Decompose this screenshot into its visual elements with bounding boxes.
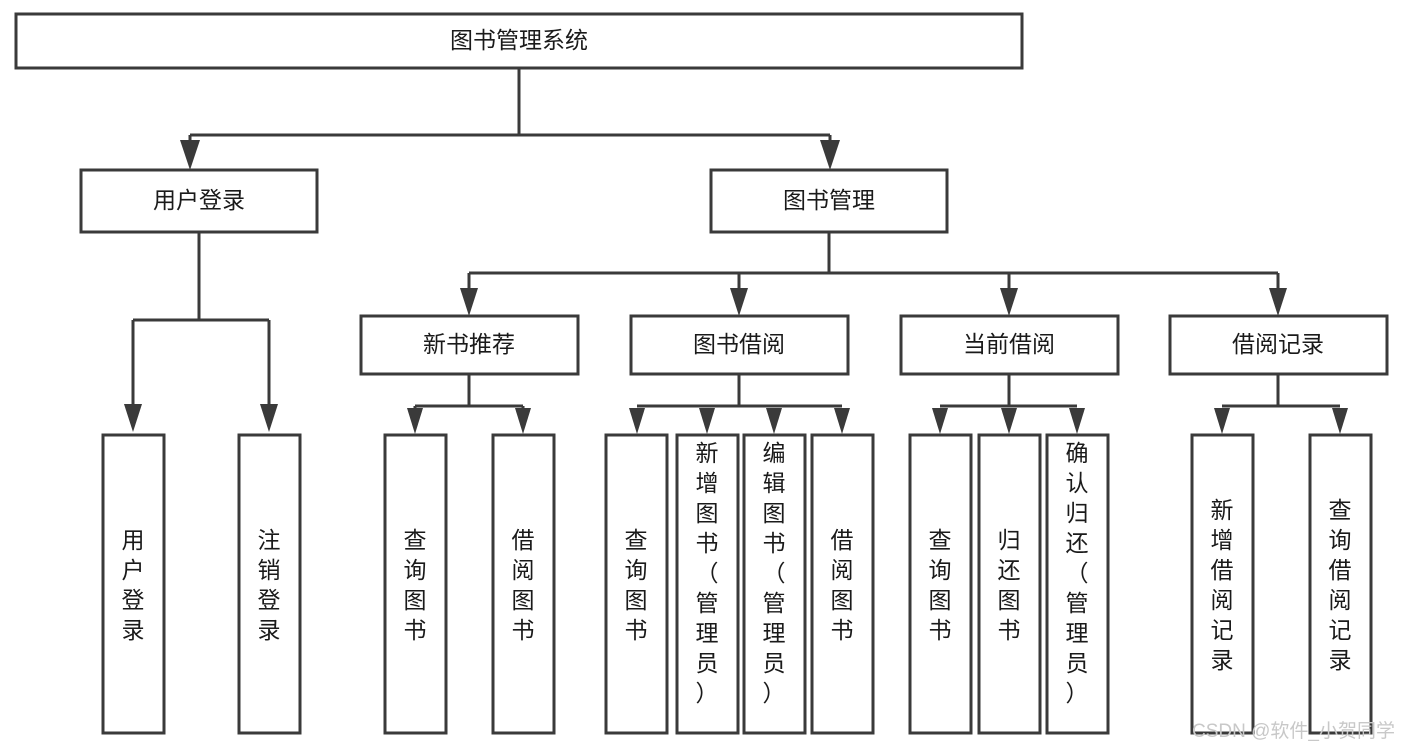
arrow-record-to-leaf1: [1214, 408, 1230, 434]
node-book-manage[interactable]: 图书管理: [709, 168, 949, 234]
leaf-newbook-query-box[interactable]: [383, 433, 448, 735]
arrow-bookborrow-to-leaf3: [766, 408, 782, 434]
arrow-book-to-newbook: [460, 288, 478, 316]
arrow-record-to-leaf2: [1332, 408, 1348, 434]
connectors-user-login: [124, 232, 278, 432]
leaf-newbook-borrow-box[interactable]: [491, 433, 556, 735]
leaf-current-query-box[interactable]: [908, 433, 973, 735]
node-borrow-record-box[interactable]: [1168, 314, 1389, 376]
arrow-book-to-borrow: [730, 288, 748, 316]
leaf-user-logout-1[interactable]: 注销登录: [237, 433, 302, 735]
leaf-current-return[interactable]: 归还图书: [977, 433, 1042, 735]
arrow-newbook-to-leaf2: [515, 408, 531, 434]
node-current-borrow[interactable]: 当前借阅: [899, 314, 1120, 376]
node-borrow-record[interactable]: 借阅记录: [1168, 314, 1389, 376]
leaf-current-confirm-box[interactable]: [1045, 433, 1110, 735]
node-user-login-box[interactable]: [79, 168, 319, 234]
arrow-bookborrow-to-leaf1: [629, 408, 645, 434]
node-current-borrow-label: 当前借阅: [963, 331, 1055, 357]
node-user-login[interactable]: 用户登录: [79, 168, 319, 234]
arrow-bookborrow-to-leaf4: [834, 408, 850, 434]
node-book-manage-box[interactable]: [709, 168, 949, 234]
node-new-book-recommend[interactable]: 新书推荐: [359, 314, 580, 376]
leaf-current-query-label: 查询图书: [929, 527, 952, 643]
leaf-bookborrow-query-label: 查询图书: [625, 527, 648, 643]
connectors-current: [932, 374, 1085, 434]
node-new-book-recommend-box[interactable]: [359, 314, 580, 376]
leaf-bookborrow-query[interactable]: 查询图书: [604, 433, 669, 735]
connectors-newbook: [407, 374, 531, 434]
leaf-current-confirm-label: 确认归还（管理员）: [1066, 440, 1089, 706]
node-root-box[interactable]: [14, 12, 1024, 70]
leaf-record-query-box[interactable]: [1308, 433, 1373, 735]
connectors-book-manage: [460, 232, 1287, 316]
node-current-borrow-box[interactable]: [899, 314, 1120, 376]
arrow-user-to-leaf1: [124, 404, 142, 432]
node-root-label: 图书管理系统: [450, 27, 588, 53]
leaf-user-login-1-box[interactable]: [101, 433, 166, 735]
leaf-record-add-label: 新增借阅记录: [1211, 497, 1234, 673]
leaf-current-query[interactable]: 查询图书: [908, 433, 973, 735]
leaf-bookborrow-add-box[interactable]: [675, 433, 740, 735]
node-book-borrow-box[interactable]: [629, 314, 850, 376]
node-book-manage-label: 图书管理: [783, 187, 875, 213]
arrow-current-to-leaf2: [1001, 408, 1017, 434]
leaf-record-query[interactable]: 查询借阅记录: [1308, 433, 1373, 735]
connectors-bookborrow: [629, 374, 850, 434]
arrow-user-to-leaf2: [260, 404, 278, 432]
leaf-newbook-query[interactable]: 查询图书: [383, 433, 448, 735]
leaf-newbook-borrow-label: 借阅图书: [512, 527, 535, 643]
node-book-borrow-label: 图书借阅: [693, 331, 785, 357]
node-root[interactable]: 图书管理系统: [14, 12, 1024, 70]
leaf-user-login-1[interactable]: 用户登录: [101, 433, 166, 735]
leaf-current-return-box[interactable]: [977, 433, 1042, 735]
leaf-record-query-label: 查询借阅记录: [1329, 497, 1352, 673]
leaf-bookborrow-borrow-box[interactable]: [810, 433, 875, 735]
leaf-bookborrow-edit-box[interactable]: [742, 433, 807, 735]
arrow-bookborrow-to-leaf2: [699, 408, 715, 434]
leaf-current-confirm[interactable]: 确认归还（管理员）: [1045, 433, 1110, 735]
leaf-current-return-label: 归还图书: [998, 527, 1021, 643]
leaf-record-add[interactable]: 新增借阅记录: [1190, 433, 1255, 735]
leaf-bookborrow-edit[interactable]: 编辑图书（管理员）: [742, 433, 807, 735]
leaf-record-add-box[interactable]: [1190, 433, 1255, 735]
leaf-bookborrow-edit-label: 编辑图书（管理员）: [763, 440, 786, 706]
arrow-root-to-book: [820, 140, 840, 170]
leaf-bookborrow-add[interactable]: 新增图书（管理员）: [675, 433, 740, 735]
arrow-newbook-to-leaf1: [407, 408, 423, 434]
leaf-bookborrow-borrow-label: 借阅图书: [831, 527, 854, 643]
leaf-newbook-query-label: 查询图书: [404, 527, 427, 643]
leaf-newbook-borrow[interactable]: 借阅图书: [491, 433, 556, 735]
leaf-bookborrow-add-label: 新增图书（管理员）: [696, 440, 719, 706]
connectors-record: [1214, 374, 1348, 434]
arrow-book-to-record: [1269, 288, 1287, 316]
leaf-bookborrow-query-box[interactable]: [604, 433, 669, 735]
node-new-book-recommend-label: 新书推荐: [423, 331, 515, 357]
connectors-root: [180, 68, 840, 170]
leaf-user-login-1-label: 用户登录: [122, 527, 145, 643]
node-user-login-label: 用户登录: [153, 187, 245, 213]
leaf-user-logout-1-label: 注销登录: [258, 527, 281, 643]
leaf-bookborrow-borrow[interactable]: 借阅图书: [810, 433, 875, 735]
watermark-label: CSDN @软件_小贺同学: [1192, 720, 1395, 742]
node-borrow-record-label: 借阅记录: [1232, 331, 1324, 357]
arrow-book-to-current: [1000, 288, 1018, 316]
leaf-user-logout-1-box[interactable]: [237, 433, 302, 735]
node-book-borrow[interactable]: 图书借阅: [629, 314, 850, 376]
arrow-current-to-leaf1: [932, 408, 948, 434]
arrow-root-to-user: [180, 140, 200, 170]
arrow-current-to-leaf3: [1069, 408, 1085, 434]
